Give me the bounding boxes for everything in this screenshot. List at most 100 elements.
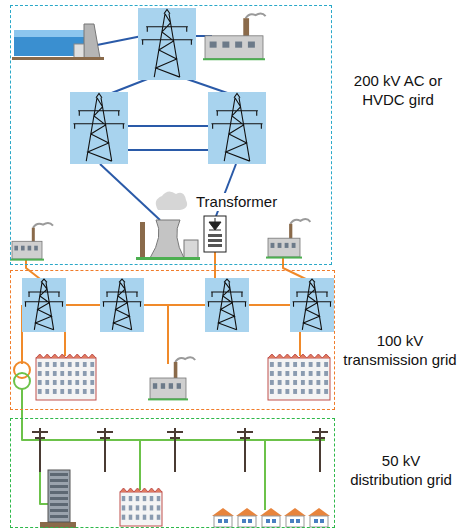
window [122, 515, 126, 520]
building-body [120, 492, 162, 526]
window [53, 362, 57, 367]
window [83, 362, 87, 367]
pylon-lattice [103, 279, 142, 330]
window [293, 389, 297, 394]
house-window [224, 519, 228, 523]
window [301, 371, 305, 376]
building-roof [268, 354, 330, 358]
window [60, 380, 64, 385]
pylon-icon [100, 278, 144, 332]
window [270, 380, 274, 385]
house-roof [212, 508, 234, 516]
hv-line [92, 36, 142, 46]
building-icon [268, 354, 330, 400]
factory-window [292, 243, 296, 248]
house-window [242, 519, 246, 523]
tower-body [48, 470, 70, 522]
window [38, 389, 42, 394]
window [301, 380, 305, 385]
grid-region: 200 kV AC or HVDC gird [0, 5, 463, 265]
converter-slot [208, 239, 222, 242]
window [270, 371, 274, 376]
building-roof [36, 354, 96, 358]
factory-window [271, 243, 275, 248]
window [122, 496, 126, 501]
cooling-tower [150, 220, 184, 258]
window [38, 362, 42, 367]
window [90, 362, 94, 367]
dam-icon [12, 24, 104, 60]
window [316, 389, 320, 394]
house-icon [284, 508, 306, 527]
window [45, 371, 49, 376]
window [157, 505, 161, 510]
window [324, 362, 328, 367]
window [75, 380, 79, 385]
pylon-lattice [141, 9, 192, 77]
pylon-icon [22, 278, 66, 332]
window [136, 496, 140, 501]
tower-band [50, 491, 68, 494]
house-window [266, 519, 270, 523]
grid-region: 50 kV distribution grid [0, 418, 463, 528]
pylon-lattice [293, 279, 332, 330]
house-roof [284, 508, 306, 516]
tower-band [50, 509, 68, 512]
window [324, 371, 328, 376]
region-label: 200 kV AC or HVDC gird [336, 72, 460, 110]
pylon-icon [70, 92, 128, 164]
component-label: Transformer [194, 193, 279, 211]
pole-icon [97, 428, 113, 472]
tower-band [50, 479, 68, 482]
factory-body [205, 36, 263, 59]
factory-window [34, 246, 38, 251]
region-label: 100 kV transmission grid [340, 332, 460, 370]
window [324, 389, 328, 394]
window [270, 362, 274, 367]
hv-line [126, 125, 218, 127]
ground [10, 259, 44, 261]
converter-icon [204, 216, 226, 252]
building-icon [120, 488, 162, 526]
plant-hall [184, 240, 198, 258]
window [324, 380, 328, 385]
smoke [246, 13, 266, 18]
smoke [33, 223, 53, 228]
tower-band [50, 473, 68, 476]
window [270, 389, 274, 394]
hv-line [100, 164, 160, 220]
factory-body [12, 241, 42, 259]
transmission-line [167, 305, 169, 364]
window [38, 380, 42, 385]
pole [97, 428, 113, 472]
house-icon [308, 508, 330, 527]
window [45, 389, 49, 394]
ground [136, 257, 200, 260]
ground [203, 58, 265, 60]
reservoir-shine [14, 30, 84, 37]
factory-window [222, 42, 229, 48]
pylon-tile [22, 278, 66, 332]
window [68, 380, 72, 385]
building-roof [120, 488, 162, 492]
window [309, 389, 313, 394]
diode-symbol [209, 218, 221, 230]
factory-window [210, 42, 217, 48]
factory-window [153, 383, 157, 389]
factory-icon [266, 219, 310, 259]
window [90, 380, 94, 385]
house-body [214, 516, 232, 527]
window [136, 515, 140, 520]
house-window [290, 519, 294, 523]
pylon-tile [205, 278, 249, 332]
region-frame [10, 418, 335, 528]
converter-slot [208, 244, 222, 247]
window [293, 371, 297, 376]
window [60, 371, 64, 376]
factory-window [14, 246, 18, 251]
house-icon [236, 508, 258, 527]
window [309, 371, 313, 376]
pylon-icon [138, 8, 196, 80]
window [75, 389, 79, 394]
grid-region: 100 kV transmission grid [0, 270, 463, 410]
